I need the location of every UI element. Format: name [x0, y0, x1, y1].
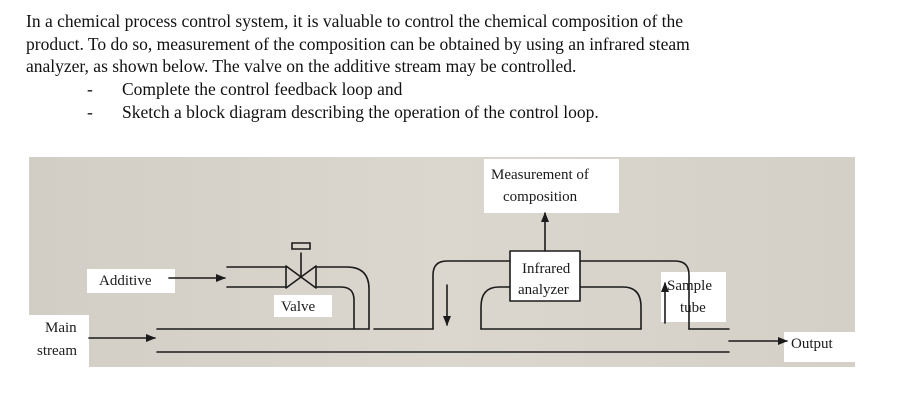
bullet-dash: -: [87, 78, 93, 99]
analyzer-label-line1: Infrared: [522, 261, 571, 277]
sample-label-line1: Sample: [667, 278, 712, 294]
sample-label-patch: [661, 272, 726, 322]
bullet-text-1: Complete the control feedback loop and: [122, 78, 403, 99]
additive-label-patch: [87, 269, 175, 293]
output-label-patch: [784, 332, 855, 362]
bullet-dash: -: [87, 101, 93, 122]
sample-tube-outer-left: [432, 260, 511, 330]
sample-tube-inner-left: [480, 286, 511, 330]
paragraph-line-2: product. To do so, measurement of the co…: [26, 33, 690, 54]
measurement-label-line2: composition: [503, 189, 578, 205]
measurement-label-patch: [484, 159, 619, 213]
valve-label-patch: [274, 295, 332, 317]
output-label: Output: [791, 336, 834, 352]
additive-pipe-top-bend: [315, 266, 370, 330]
process-diagram-figure: Measurement of composition Additive Valv…: [29, 157, 855, 367]
paragraph-line-3: analyzer, as shown below. The valve on t…: [26, 56, 577, 76]
bullet-item-1: - Complete the control feedback loop and: [26, 78, 886, 101]
analyzer-label-line2: analyzer: [518, 282, 569, 298]
additive-pipe-bottom-bend: [315, 286, 355, 330]
bullet-item-2: - Sketch a block diagram describing the …: [26, 101, 886, 124]
bullet-text-2: Sketch a block diagram describing the op…: [122, 101, 599, 122]
main-stream-label-line2: stream: [37, 343, 77, 359]
sample-tube-inner-right: [579, 286, 642, 330]
main-stream-label-line1: Main: [45, 320, 77, 336]
additive-label: Additive: [99, 273, 152, 289]
valve-label: Valve: [281, 299, 315, 315]
sample-label-line2: tube: [680, 300, 706, 316]
measurement-label-line1: Measurement of: [491, 167, 589, 183]
problem-statement: In a chemical process control system, it…: [26, 10, 886, 124]
sample-tube-outer-right: [579, 260, 690, 330]
valve-body: [285, 265, 317, 289]
main-stream-label-patch: [29, 315, 89, 367]
paragraph-line-1: In a chemical process control system, it…: [26, 11, 684, 31]
process-diagram: Measurement of composition Additive Valv…: [29, 157, 855, 367]
